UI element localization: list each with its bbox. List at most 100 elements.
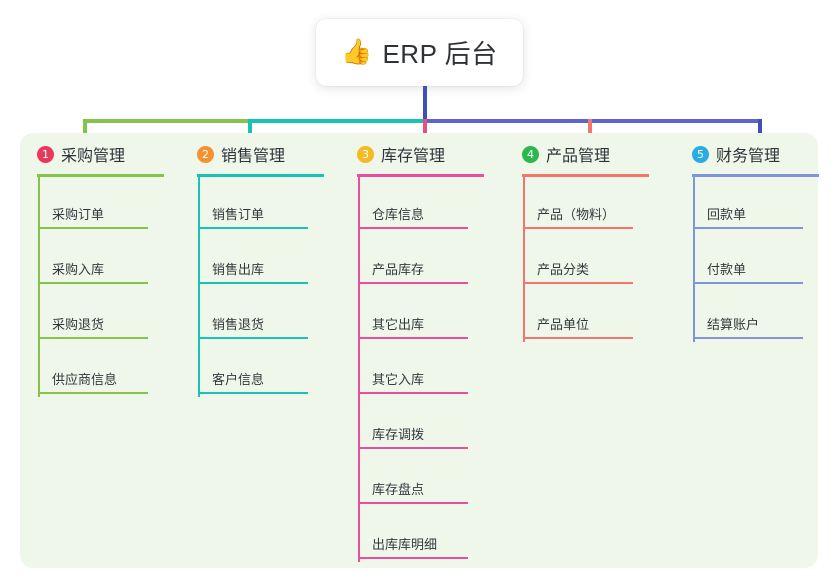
menu-item[interactable]: 供应商信息 — [38, 342, 148, 397]
category-column: 4 产品管理产品（物料） 产品分类产品单位 — [505, 133, 665, 342]
menu-item-label: 采购入库 — [52, 262, 105, 277]
menu-item-underline — [693, 282, 803, 284]
category-header[interactable]: 2 销售管理 — [180, 133, 340, 175]
category-number-badge: 4 — [522, 145, 539, 163]
menu-item-label: 回款单 — [707, 207, 747, 222]
menu-item-label: 产品（物料） — [537, 207, 616, 222]
menu-item-label: 采购退货 — [52, 317, 105, 332]
menu-item[interactable]: 产品（物料） — [523, 177, 633, 232]
menu-item-label: 出库库明细 — [372, 537, 438, 552]
menu-item-underline — [38, 282, 148, 284]
menu-item[interactable]: 客户信息 — [198, 342, 308, 397]
menu-item-underline — [358, 557, 468, 559]
menu-item-label: 客户信息 — [212, 372, 265, 387]
menu-item[interactable]: 销售退货 — [198, 287, 308, 342]
category-number-badge: 3 — [357, 145, 374, 163]
category-column: 3 库存管理仓库信息产品库存其它出库其它入库库存调拨库存盘点出库库明细 — [340, 133, 500, 562]
root-node-card[interactable]: 👍 ERP 后台 — [316, 19, 523, 86]
menu-item-label: 仓库信息 — [372, 207, 425, 222]
category-spine — [38, 177, 40, 397]
menu-item[interactable]: 产品库存 — [358, 232, 468, 287]
menu-item-label: 销售出库 — [212, 262, 265, 277]
thumbs-up-icon: 👍 — [341, 38, 373, 66]
category-underline — [692, 174, 819, 177]
menu-item[interactable]: 库存调拨 — [358, 397, 468, 452]
menu-item-underline — [198, 282, 308, 284]
category-title: 库存管理 — [381, 148, 446, 165]
category-column: 1 采购管理采购订单采购入库采购退货供应商信息 — [20, 133, 180, 397]
menu-item-underline — [693, 227, 803, 229]
category-underline — [522, 174, 649, 177]
menu-item[interactable]: 出库库明细 — [358, 507, 468, 562]
menu-item[interactable]: 其它入库 — [358, 342, 468, 397]
menu-item[interactable]: 付款单 — [693, 232, 803, 287]
category-header[interactable]: 4 产品管理 — [505, 133, 665, 175]
menu-item-underline — [38, 227, 148, 229]
trunk-connector — [423, 86, 427, 123]
menu-item-underline — [198, 392, 308, 394]
menu-item-underline — [198, 227, 308, 229]
category-spine — [523, 177, 525, 342]
menu-item[interactable]: 销售出库 — [198, 232, 308, 287]
menu-item-underline — [38, 392, 148, 394]
category-title: 财务管理 — [716, 148, 781, 165]
category-title: 销售管理 — [221, 148, 286, 165]
menu-item[interactable]: 仓库信息 — [358, 177, 468, 232]
menu-item[interactable]: 产品单位 — [523, 287, 633, 342]
menu-item-label: 付款单 — [707, 262, 747, 277]
category-spine — [693, 177, 695, 342]
menu-item[interactable]: 采购订单 — [38, 177, 148, 232]
menu-item-label: 产品单位 — [537, 317, 590, 332]
connector-bar-segment — [588, 119, 762, 123]
menu-item-label: 库存调拨 — [372, 427, 425, 442]
menu-item-underline — [358, 337, 468, 339]
category-header[interactable]: 5 财务管理 — [675, 133, 835, 175]
menu-item-underline — [38, 337, 148, 339]
menu-item-label: 销售订单 — [212, 207, 265, 222]
menu-item[interactable]: 采购入库 — [38, 232, 148, 287]
menu-item-label: 产品分类 — [537, 262, 590, 277]
category-panel: 1 采购管理采购订单采购入库采购退货供应商信息 2 销售管理销售订单销售出库销售退货客… — [20, 133, 819, 568]
menu-item-underline — [523, 227, 633, 229]
menu-item[interactable]: 采购退货 — [38, 287, 148, 342]
menu-item-underline — [523, 337, 633, 339]
menu-item[interactable]: 销售订单 — [198, 177, 308, 232]
menu-item-underline — [358, 282, 468, 284]
menu-item-label: 销售退货 — [212, 317, 265, 332]
category-number-badge: 2 — [197, 145, 214, 163]
category-header[interactable]: 1 采购管理 — [20, 133, 180, 175]
menu-item[interactable]: 产品分类 — [523, 232, 633, 287]
menu-item-label: 结算账户 — [707, 317, 760, 332]
category-title: 产品管理 — [546, 148, 611, 165]
menu-item[interactable]: 其它出库 — [358, 287, 468, 342]
menu-item-underline — [358, 392, 468, 394]
connector-bar-segment — [83, 119, 252, 123]
connector-bar-segment — [423, 119, 592, 123]
menu-item[interactable]: 结算账户 — [693, 287, 803, 342]
menu-item-label: 产品库存 — [372, 262, 425, 277]
connector-bar-segment — [248, 119, 427, 123]
category-column: 5 财务管理回款单付款单结算账户 — [675, 133, 835, 342]
category-column: 2 销售管理销售订单销售出库销售退货客户信息 — [180, 133, 340, 397]
menu-item-label: 供应商信息 — [52, 372, 118, 387]
category-underline — [197, 174, 324, 177]
category-underline — [37, 174, 164, 177]
root-node-title: ERP 后台 — [382, 39, 498, 69]
category-spine — [198, 177, 200, 397]
menu-item-label: 采购订单 — [52, 207, 105, 222]
menu-item-underline — [198, 337, 308, 339]
category-underline — [357, 174, 484, 177]
category-number-badge: 1 — [37, 145, 54, 163]
menu-item-label: 库存盘点 — [372, 482, 425, 497]
menu-item-underline — [358, 447, 468, 449]
menu-item[interactable]: 回款单 — [693, 177, 803, 232]
menu-item-label: 其它出库 — [372, 317, 425, 332]
menu-item[interactable]: 库存盘点 — [358, 452, 468, 507]
menu-item-label: 其它入库 — [372, 372, 425, 387]
category-title: 采购管理 — [61, 148, 126, 165]
category-header[interactable]: 3 库存管理 — [340, 133, 500, 175]
menu-item-underline — [693, 337, 803, 339]
menu-item-underline — [523, 282, 633, 284]
category-number-badge: 5 — [692, 145, 709, 163]
menu-item-underline — [358, 227, 468, 229]
